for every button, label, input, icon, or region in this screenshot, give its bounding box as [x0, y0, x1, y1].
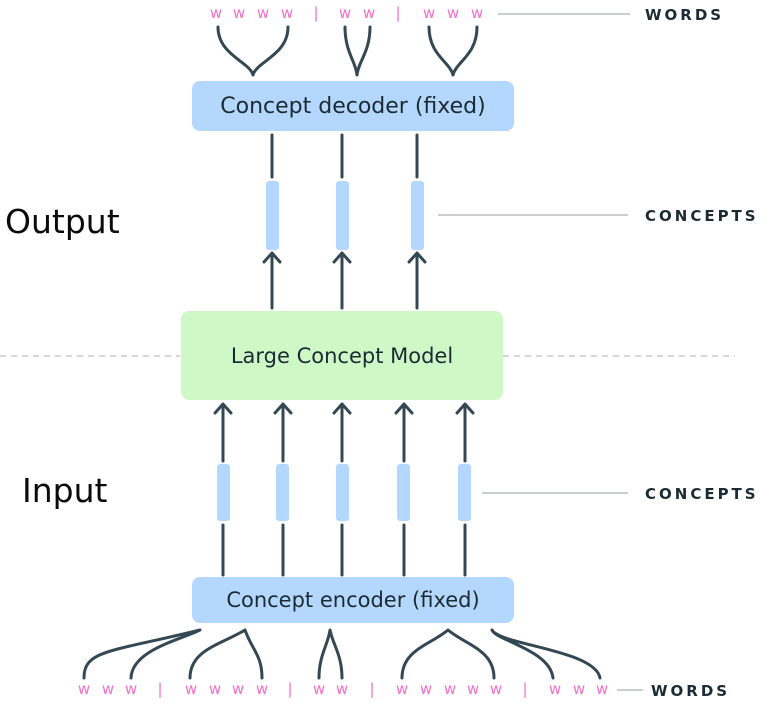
- word-token: w: [77, 680, 91, 698]
- input-concept-vector: [336, 464, 349, 521]
- word-token: w: [101, 680, 115, 698]
- arrow-head-icon: [213, 402, 233, 415]
- word-token: w: [280, 4, 294, 22]
- arrow-head-icon: [332, 251, 352, 264]
- output-concept-vector: [411, 181, 424, 250]
- large-concept-model-label: Large Concept Model: [230, 343, 454, 368]
- word-token: w: [419, 680, 433, 698]
- word-merge-curve: [317, 628, 344, 680]
- word-token: w: [362, 4, 376, 22]
- arrow-head-icon: [332, 402, 352, 415]
- word-token: w: [422, 4, 436, 22]
- word-merge-curve: [188, 628, 264, 680]
- bottom-concepts-tag: CONCEPTS: [645, 485, 759, 503]
- word-token: w: [232, 4, 246, 22]
- word-token: w: [489, 680, 503, 698]
- word-token: w: [231, 680, 245, 698]
- input-concept-vector: [458, 464, 471, 521]
- word-token: w: [595, 680, 609, 698]
- output-concept-vector: [336, 181, 349, 250]
- word-merge-curve: [427, 25, 479, 77]
- output-concept-vector: [266, 181, 279, 250]
- arrow-head-icon: [262, 251, 282, 264]
- word-token: w: [256, 4, 270, 22]
- input-concept-vector: [397, 464, 410, 521]
- sentence-separator: |: [395, 4, 401, 22]
- input-section-label: Input: [22, 471, 108, 510]
- arrow-head-icon: [407, 251, 427, 264]
- bottom-words-tag: WORDS: [651, 682, 731, 700]
- word-token: w: [443, 680, 457, 698]
- word-token: w: [184, 680, 198, 698]
- concept-decoder-label: Concept decoder (fixed): [220, 93, 486, 119]
- word-token: w: [312, 680, 326, 698]
- concept-decoder-box: Concept decoder (fixed): [192, 81, 514, 131]
- word-token: w: [208, 680, 222, 698]
- input-concept-vector: [276, 464, 289, 521]
- sentence-separator: |: [369, 680, 375, 698]
- output-section-label: Output: [5, 202, 120, 241]
- word-merge-curve: [400, 628, 496, 680]
- arrow-head-icon: [455, 402, 475, 415]
- word-token: w: [470, 4, 484, 22]
- concept-encoder-box: Concept encoder (fixed): [192, 577, 514, 623]
- word-token: w: [572, 680, 586, 698]
- word-merge-curve: [490, 628, 602, 680]
- arrow-head-icon: [394, 402, 414, 415]
- word-token: w: [335, 680, 349, 698]
- word-merge-curve: [82, 628, 202, 680]
- word-token: w: [124, 680, 138, 698]
- word-token: w: [548, 680, 562, 698]
- word-token: w: [338, 4, 352, 22]
- arrow-head-icon: [273, 402, 293, 415]
- sentence-separator: |: [522, 680, 528, 698]
- word-token: w: [209, 4, 223, 22]
- word-token: w: [446, 4, 460, 22]
- sentence-separator: |: [313, 4, 319, 22]
- top-concepts-tag: CONCEPTS: [645, 207, 759, 225]
- word-merge-curve: [216, 25, 290, 77]
- top-words-tag: WORDS: [645, 6, 725, 24]
- word-token: w: [466, 680, 480, 698]
- large-concept-model-box: Large Concept Model: [181, 311, 503, 400]
- word-token: w: [395, 680, 409, 698]
- sentence-separator: |: [287, 680, 293, 698]
- input-concept-vector: [217, 464, 230, 521]
- concept-encoder-label: Concept encoder (fixed): [226, 588, 480, 612]
- word-token: w: [255, 680, 269, 698]
- sentence-separator: |: [157, 680, 163, 698]
- word-merge-curve: [343, 25, 372, 77]
